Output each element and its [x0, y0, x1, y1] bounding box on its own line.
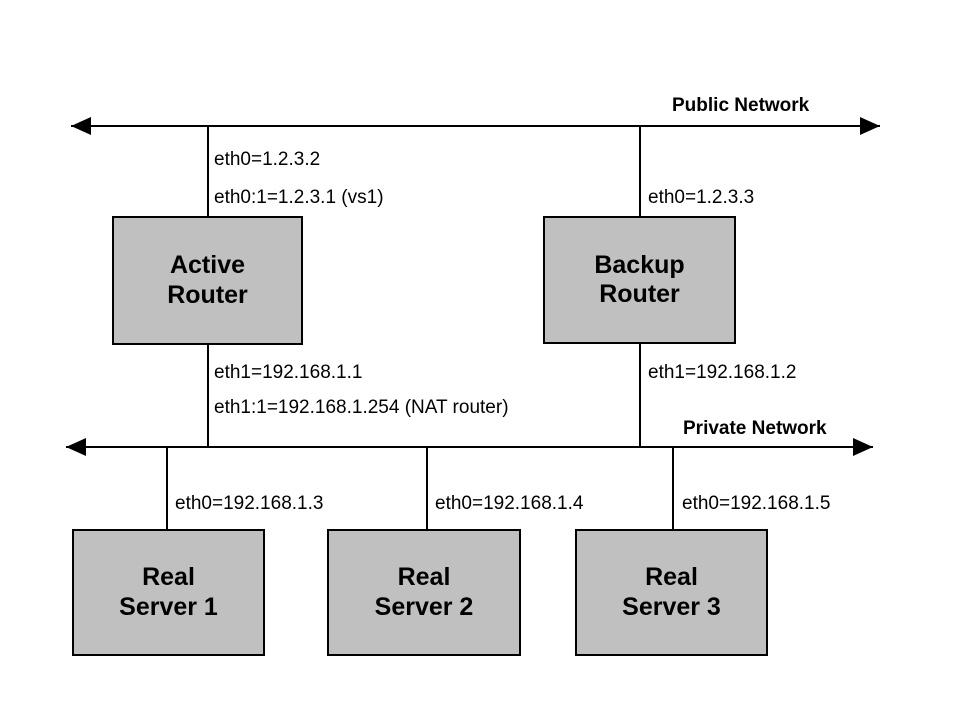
active-router-public-link [207, 125, 209, 217]
backup-router-eth1-label: eth1=192.168.1.2 [648, 362, 797, 383]
real-server-3-box[interactable]: Real Server 3 [575, 529, 768, 656]
backup-router-label-line1: Backup [594, 250, 685, 279]
active-router-eth1-label: eth1=192.168.1.1 [214, 362, 363, 383]
backup-router-private-link [639, 344, 641, 448]
real-server-2-iface-label: eth0=192.168.1.4 [435, 493, 584, 514]
real-server-1-box[interactable]: Real Server 1 [72, 529, 265, 656]
active-router-eth1-alias-label: eth1:1=192.168.1.254 (NAT router) [214, 397, 509, 418]
real-server-2-link [426, 446, 428, 530]
public-network-bus [71, 125, 880, 127]
private-network-bus [66, 446, 873, 448]
private-network-label: Private Network [683, 418, 827, 439]
real-server-3-label-line1: Real [645, 563, 698, 591]
real-server-1-label-line1: Real [142, 563, 195, 591]
real-server-1-link [166, 446, 168, 530]
active-router-label-line1: Active [169, 251, 246, 279]
real-server-2-box[interactable]: Real Server 2 [327, 529, 521, 656]
real-server-2-label-line1: Real [397, 563, 451, 591]
real-server-3-label-line2: Server 3 [622, 592, 721, 621]
real-server-2-label-line2: Server 2 [374, 592, 474, 621]
backup-router-eth0-label: eth0=1.2.3.3 [648, 187, 755, 208]
private-network-arrow-left [66, 438, 86, 456]
backup-router-public-link [639, 125, 641, 217]
active-router-label-line2: Router [167, 280, 248, 309]
public-network-arrow-left [71, 117, 91, 135]
real-server-3-link [672, 446, 674, 530]
active-router-box[interactable]: Active Router [112, 216, 303, 345]
active-router-eth0-label: eth0=1.2.3.2 [214, 149, 321, 170]
private-network-arrow-right [853, 438, 873, 456]
real-server-1-label-line2: Server 1 [119, 592, 218, 621]
real-server-3-iface-label: eth0=192.168.1.5 [682, 493, 831, 514]
active-router-eth0-alias-label: eth0:1=1.2.3.1 (vs1) [214, 187, 384, 208]
active-router-private-link [207, 345, 209, 448]
backup-router-label-line2: Router [599, 280, 680, 308]
public-network-label: Public Network [672, 95, 810, 116]
backup-router-box[interactable]: Backup Router [543, 216, 736, 344]
public-network-arrow-right [860, 117, 880, 135]
real-server-1-iface-label: eth0=192.168.1.3 [175, 493, 324, 514]
